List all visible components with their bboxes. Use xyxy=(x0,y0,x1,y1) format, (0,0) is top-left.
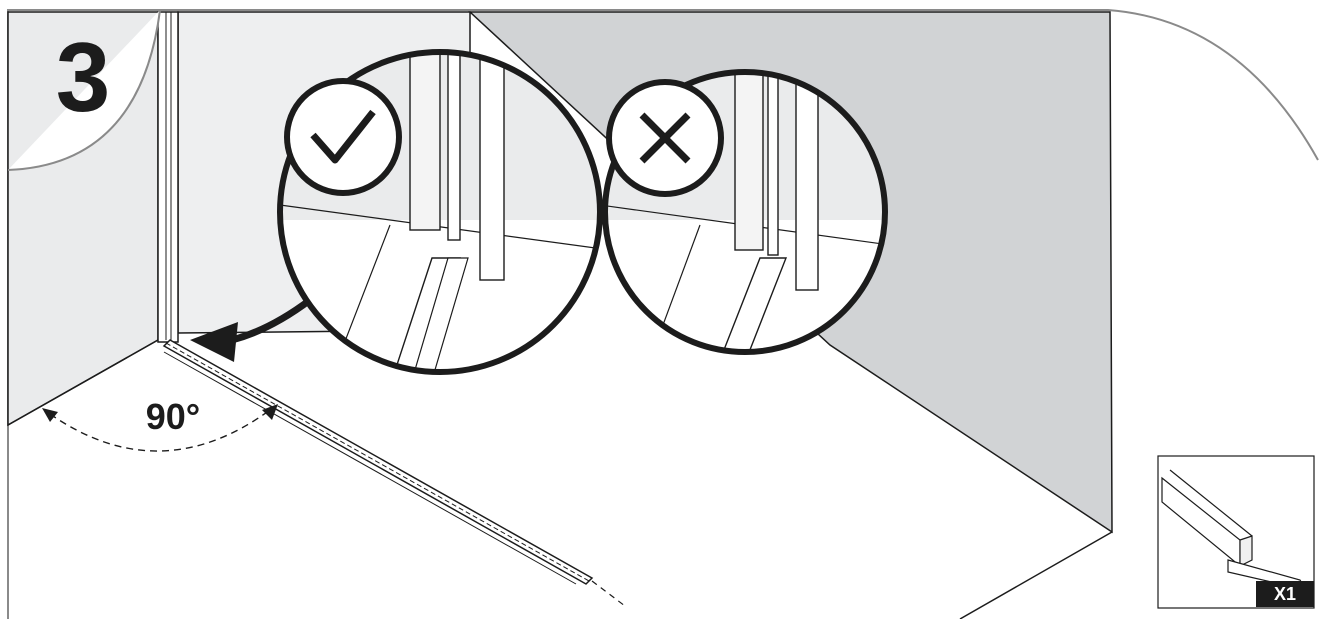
checkmark-icon xyxy=(284,78,402,196)
pointer-arrow xyxy=(190,297,313,362)
part-quantity-label: X1 xyxy=(1256,581,1314,607)
floor-edge-right xyxy=(959,531,1113,619)
page-frame xyxy=(7,9,1319,619)
cross-icon xyxy=(606,79,724,197)
wall-corner-profile xyxy=(157,11,179,343)
step-badge xyxy=(7,9,161,171)
floor-edge-left xyxy=(7,339,159,426)
part-inset xyxy=(1157,455,1315,609)
angle-label: 90° xyxy=(145,396,201,437)
floor-seal-strip xyxy=(162,339,626,607)
step-number: 3 xyxy=(55,22,111,132)
angle-dimension xyxy=(42,404,278,452)
